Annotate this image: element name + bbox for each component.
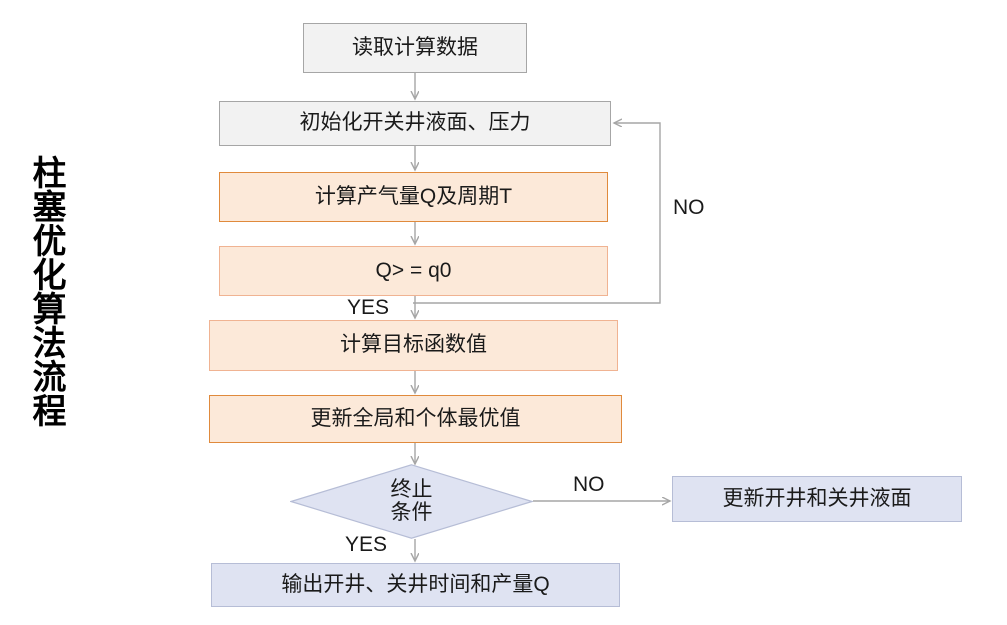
edge-label-no-terminate: NO: [573, 473, 605, 496]
node-output[interactable]: 输出开井、关井时间和产量Q: [211, 563, 620, 607]
diamond-shape: [290, 464, 533, 539]
node-update-levels[interactable]: 更新开井和关井液面: [672, 476, 962, 522]
node-terminate-condition[interactable]: 终止 条件: [290, 464, 533, 539]
node-update-best[interactable]: 更新全局和个体最优值: [209, 395, 622, 443]
edge-label-no-loop-q: NO: [673, 196, 705, 219]
edge-label-yes-terminate: YES: [345, 533, 388, 556]
node-calc-q-t[interactable]: 计算产气量Q及周期T: [219, 172, 608, 222]
node-init[interactable]: 初始化开关井液面、压力: [219, 101, 611, 146]
edge-label-yes-q: YES: [347, 296, 390, 319]
node-read-data[interactable]: 读取计算数据: [303, 23, 527, 73]
page-title: 柱塞优化算法流程: [27, 155, 65, 427]
node-objective[interactable]: 计算目标函数值: [209, 320, 618, 371]
node-condition-q[interactable]: Q> = q0: [219, 246, 608, 296]
